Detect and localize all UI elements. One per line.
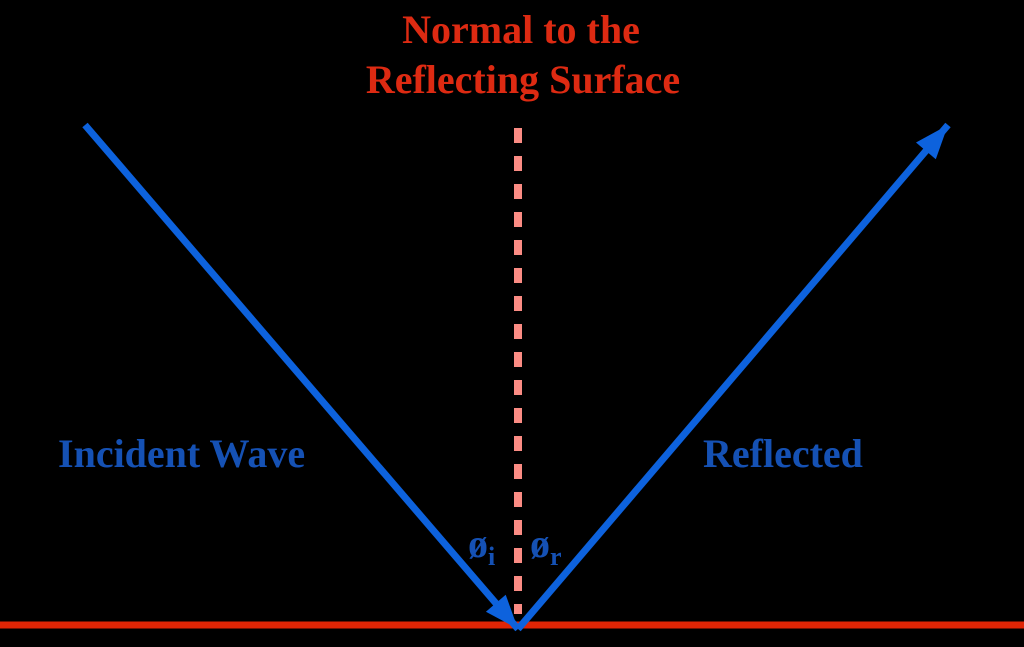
reflected-label: Reflected: [703, 431, 863, 476]
reflected-ray-line: [515, 122, 951, 632]
incident-wave-label: Incident Wave: [58, 431, 305, 476]
incident-ray-arrowhead: [485, 594, 518, 629]
title-line-1: Normal to the: [402, 7, 640, 52]
reflected-ray-arrowhead: [916, 125, 948, 160]
title-line-2: Reflecting Surface: [366, 57, 680, 102]
angle-of-incidence-label: øi: [468, 521, 495, 571]
angle-incidence-subscript: i: [488, 542, 495, 571]
angle-reflection-symbol: ø: [530, 521, 550, 566]
incident-ray-line: [82, 122, 521, 632]
angle-incidence-symbol: ø: [468, 521, 488, 566]
angle-of-reflection-label: ør: [530, 521, 562, 571]
angle-reflection-subscript: r: [550, 542, 562, 571]
